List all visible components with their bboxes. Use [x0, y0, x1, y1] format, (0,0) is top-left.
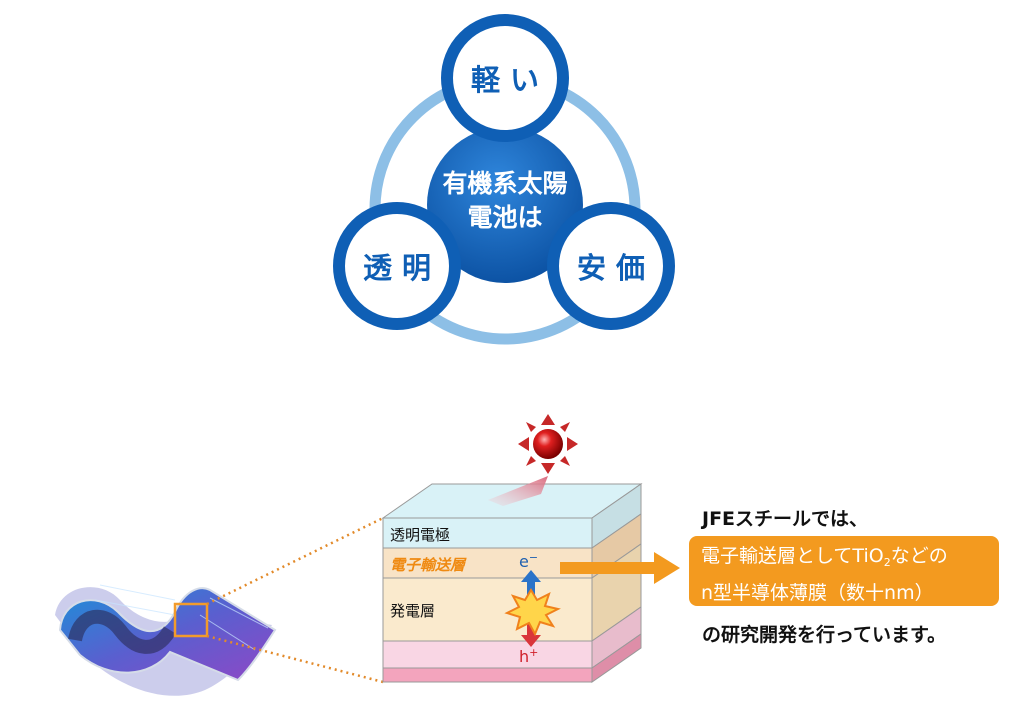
description-line3: の研究開発を行っています。 — [702, 624, 947, 646]
feature-circle-cheap — [547, 202, 675, 330]
feature-circle-light — [441, 14, 569, 142]
layer-stack: 透明電極 電子輸送層 発電層 e− h+ — [381, 483, 643, 683]
feature-label-cheap: 安 価 — [577, 251, 645, 285]
description-line1: JFEスチールでは、 — [702, 508, 869, 530]
layer-transport — [382, 547, 593, 579]
panel-zoom-marker — [173, 602, 209, 638]
highlight-box: 電子輸送層としてTiO2などの n型半導体薄膜（数十nm） — [689, 536, 999, 606]
flexible-solar-panel-image — [55, 584, 277, 696]
layer-label-transport: 電子輸送層 — [390, 556, 467, 574]
hole-label: h+ — [519, 646, 538, 666]
photo-excitation-burst-icon — [504, 588, 561, 637]
hole-arrow-icon — [521, 622, 541, 647]
feature-circle-transparent — [333, 202, 461, 330]
highlight-box-line2: n型半導体薄膜（数十nm） — [701, 582, 934, 604]
center-text-line1: 有機系太陽 — [442, 169, 567, 198]
center-text-line2: 電池は — [467, 203, 542, 232]
feature-label-light: 軽 い — [471, 63, 539, 97]
layer-electrode — [382, 517, 593, 549]
layer-bottom — [382, 667, 593, 683]
zoom-line-bottom — [206, 634, 384, 684]
features-diagram: 有機系太陽 電池は 軽 い 透 明 安 価 — [333, 14, 675, 345]
layer-label-generation: 発電層 — [390, 602, 435, 620]
layer-hole — [382, 640, 593, 669]
sunlight-icon — [518, 414, 578, 474]
layer-label-electrode: 透明電極 — [390, 526, 450, 544]
light-beam-icon — [488, 476, 548, 506]
electron-arrow-icon — [521, 570, 541, 598]
highlight-box-line1: 電子輸送層としてTiO2などの — [701, 545, 948, 569]
zoom-line-top — [206, 516, 384, 606]
center-circle — [427, 127, 583, 283]
electron-label: e− — [519, 551, 538, 571]
feature-label-transparent: 透 明 — [363, 251, 431, 285]
pointer-arrow-icon — [560, 552, 680, 584]
